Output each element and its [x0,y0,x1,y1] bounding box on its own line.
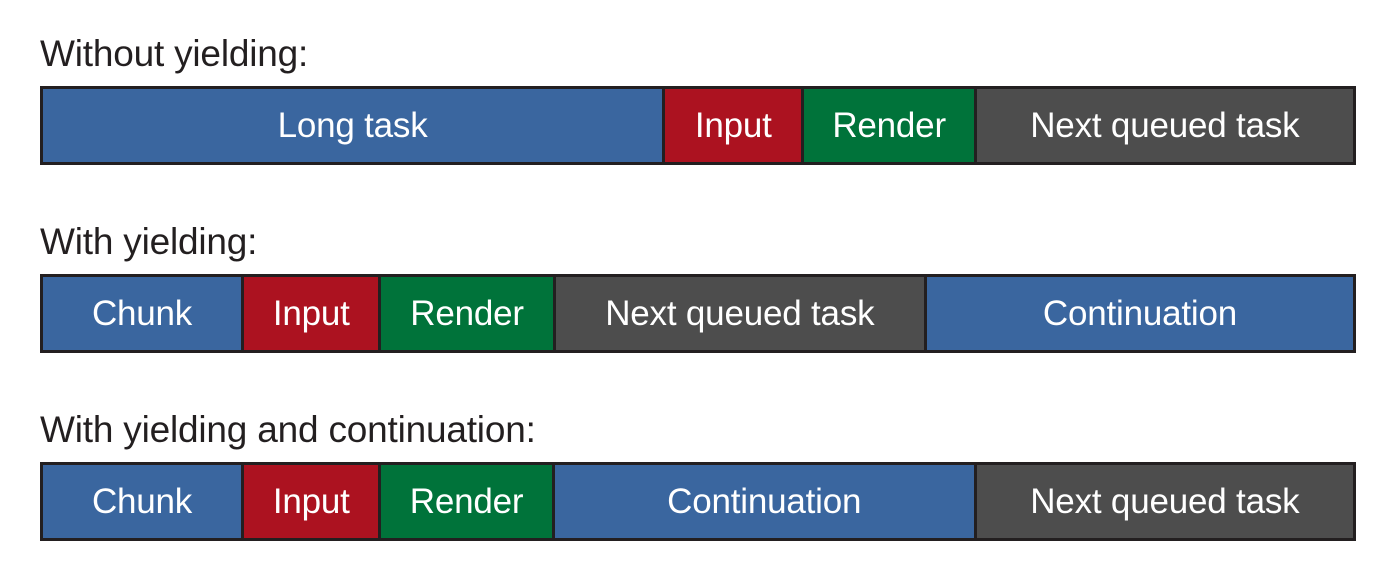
segment-label: Continuation [1042,294,1238,333]
section-label: With yielding: [40,221,258,262]
segment-label: Long task [277,106,428,145]
segment-label: Continuation [667,482,862,521]
segment-label: Render [409,482,524,521]
timeline-section-without-yielding: Without yielding: Long task Input Render… [40,34,1356,165]
timeline-segment-chunk: Chunk [43,277,245,350]
timeline-segment-render: Render [381,277,556,350]
segment-label: Input [694,106,772,145]
segment-label: Render [410,294,524,333]
timeline-bar: Chunk Input Render Continuation Next que… [40,462,1356,541]
segment-label: Input [272,294,350,333]
timeline-segment-continuation: Continuation [554,465,977,538]
timeline-bar: Chunk Input Render Next queued task Cont… [40,274,1356,353]
timeline-section-with-yielding: With yielding: Chunk Input Render Next q… [40,222,1356,353]
segment-label: Chunk [91,482,193,521]
timeline-section-with-yielding-and-continuation: With yielding and continuation: Chunk In… [40,410,1356,541]
timeline-segment-next-queued-task: Next queued task [555,277,927,350]
segment-label: Input [272,482,350,521]
section-label: With yielding and continuation: [40,409,536,450]
timeline-segment-input: Input [665,89,805,162]
timeline-bar: Long task Input Render Next queued task [40,86,1356,165]
timeline-segment-next-queued-task: Next queued task [976,89,1353,162]
timeline-segment-input: Input [244,277,382,350]
segment-label: Chunk [91,294,193,333]
segment-label: Render [832,106,946,145]
section-label: Without yielding: [40,33,309,74]
timeline-segment-long-task: Long task [43,89,666,162]
timeline-segment-chunk: Chunk [43,465,245,538]
segment-label: Next queued task [605,294,875,333]
timeline-segment-input: Input [244,465,382,538]
segment-label: Next queued task [1030,482,1300,521]
timeline-segment-continuation: Continuation [926,277,1353,350]
segment-label: Next queued task [1030,106,1300,145]
timeline-segment-render: Render [804,89,977,162]
timeline-segment-next-queued-task: Next queued task [976,465,1353,538]
timeline-segment-render: Render [381,465,555,538]
